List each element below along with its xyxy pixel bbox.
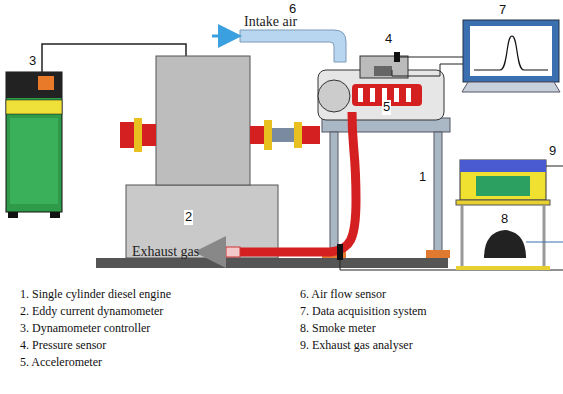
callout-number: 7 — [498, 3, 507, 18]
data-acquisition-computer — [462, 20, 560, 92]
callout-number: 5 — [382, 100, 391, 115]
key-entry: 9. Exhaust gas analyser — [300, 339, 413, 353]
signal-wire — [400, 57, 463, 58]
dynamometer-controller — [6, 72, 62, 218]
engine-stand — [322, 118, 450, 258]
callout-number: 3 — [28, 54, 37, 69]
eddy-current-dynamometer — [120, 56, 320, 258]
callout-number: 6 — [288, 2, 297, 17]
sample-line — [340, 260, 563, 270]
key-entry: 4. Pressure sensor — [20, 339, 106, 353]
exhaust-pipe — [226, 112, 356, 252]
bed-plate — [96, 258, 448, 268]
instrument-table — [456, 160, 563, 270]
flow-label: Exhaust gas — [132, 244, 199, 260]
exhaust-probe — [337, 244, 343, 260]
single-cylinder-engine — [318, 56, 444, 120]
accelerometer — [374, 66, 392, 76]
smoke-meter — [484, 230, 526, 258]
key-entry: 2. Eddy current dynamometer — [20, 305, 163, 319]
key-entry: 6. Air flow sensor — [300, 288, 386, 302]
exhaust-arrow — [202, 250, 222, 254]
key-entry: 8. Smoke meter — [300, 322, 376, 336]
key-entry: 7. Data acquisition system — [300, 305, 427, 319]
callout-number: 4 — [384, 32, 393, 47]
pressure-sensor — [394, 52, 400, 62]
key-entry: 5. Accelerometer — [20, 356, 102, 370]
callout-number: 8 — [500, 212, 509, 227]
callout-number: 2 — [184, 210, 193, 225]
signal-wire — [392, 64, 463, 76]
intake-arrow — [212, 35, 236, 38]
key-entry: 1. Single cylinder diesel engine — [20, 288, 171, 302]
callout-number: 1 — [418, 170, 427, 185]
key-entry: 3. Dynamometer controller — [20, 322, 150, 336]
callout-number: 9 — [548, 144, 557, 159]
air-flow-sensor — [240, 30, 346, 62]
